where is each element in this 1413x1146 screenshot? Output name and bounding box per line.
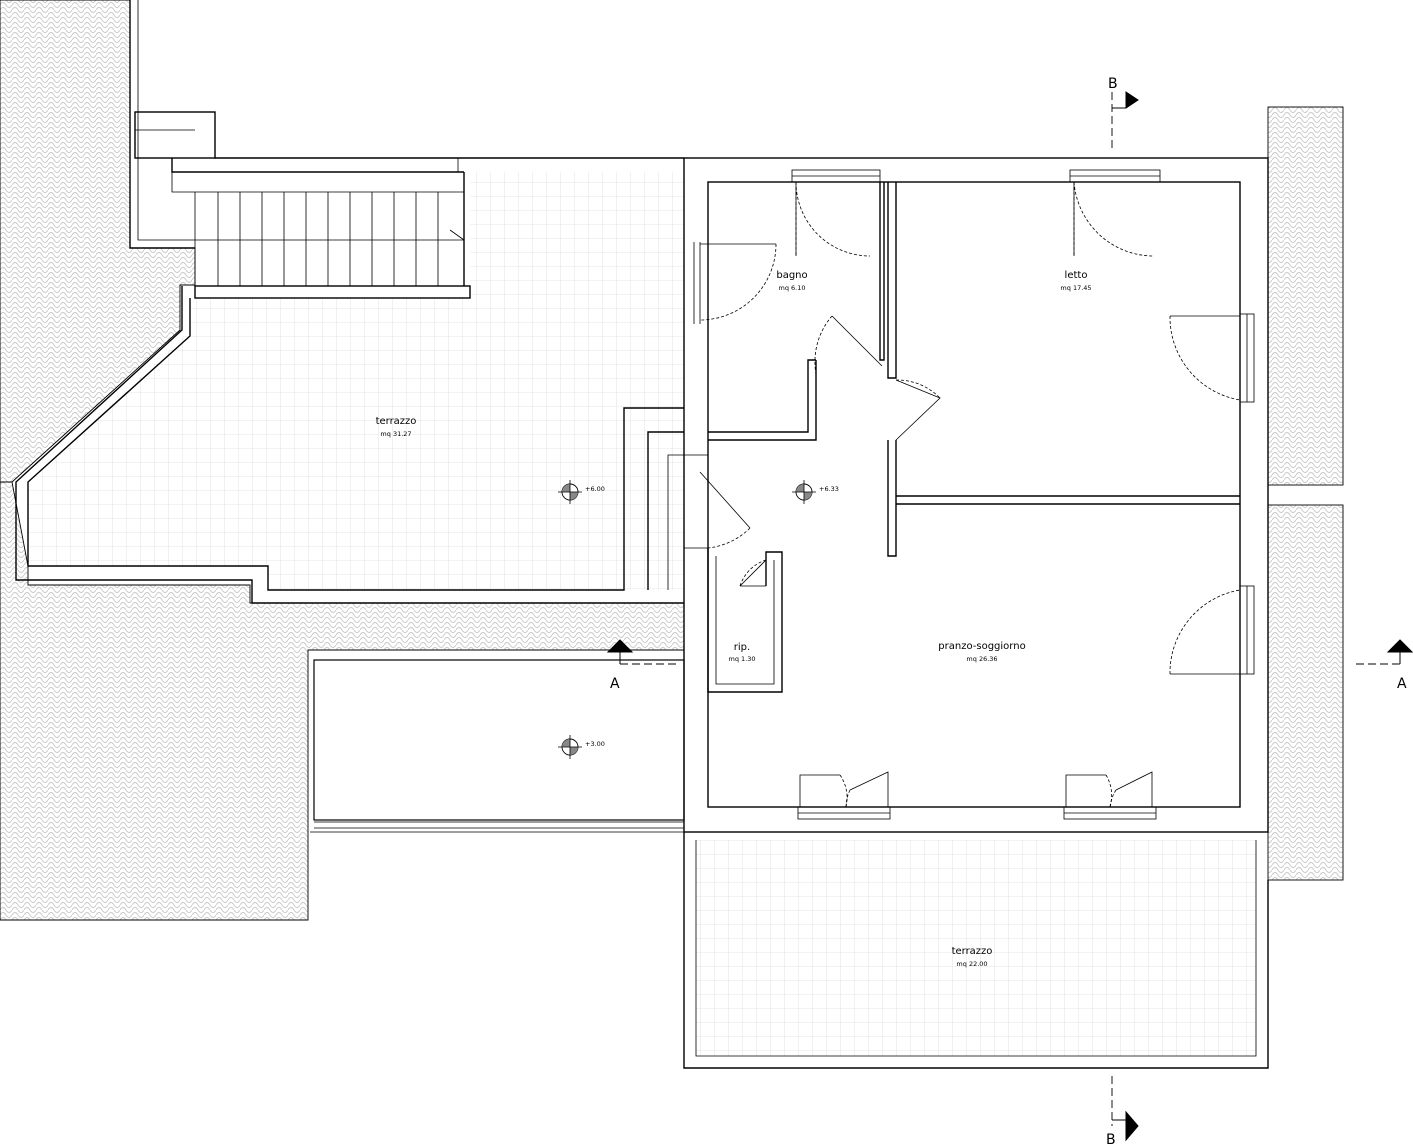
level-marker-terrace: +6.00: [558, 480, 605, 504]
room-name: pranzo-soggiorno: [938, 641, 1025, 652]
room-name: letto: [1065, 270, 1088, 281]
level-value-lower: +3.00: [585, 740, 605, 748]
section-label-b-top: B: [1108, 76, 1118, 92]
level-value-terrace: +6.00: [585, 485, 605, 493]
room-label-terrazzo-upper: terrazzo mq 31.27: [376, 416, 417, 438]
room-label-rip: rip. mq 1.30: [729, 642, 756, 663]
room-area: mq 26.36: [966, 655, 997, 663]
level-marker-lower: +3.00: [558, 735, 605, 759]
staircase: [129, 0, 684, 299]
section-label-a-right: A: [1397, 676, 1407, 692]
room-area: mq 22.00: [956, 960, 987, 968]
room-name: terrazzo: [952, 946, 993, 957]
lower-left-terrace: [310, 659, 685, 833]
room-name: bagno: [776, 270, 807, 281]
section-label-a-left: A: [610, 676, 620, 692]
room-label-terrazzo-lower: terrazzo mq 22.00: [952, 946, 993, 968]
room-label-bagno: bagno mq 6.10: [776, 270, 807, 292]
roof-tiles-right: [1267, 106, 1344, 881]
building-walls: [683, 157, 1269, 833]
section-markers: B B A A: [606, 76, 1413, 1146]
room-label-letto: letto mq 17.45: [1060, 270, 1091, 292]
room-name: rip.: [734, 642, 750, 653]
room-area: mq 6.10: [779, 284, 806, 292]
room-name: terrazzo: [376, 416, 417, 427]
windows: [791, 169, 1255, 820]
level-value-interior: +6.33: [819, 485, 839, 493]
lower-terrace: [683, 832, 1269, 1069]
section-label-b-bottom: B: [1106, 1132, 1116, 1146]
room-area: mq 1.30: [729, 655, 756, 663]
level-marker-interior: +6.33: [792, 480, 839, 504]
room-area: mq 31.27: [380, 430, 411, 438]
door-swings: [699, 181, 1241, 808]
upper-terrace: [15, 172, 684, 604]
room-label-pranzo-soggiorno: pranzo-soggiorno mq 26.36: [938, 641, 1025, 663]
room-area: mq 17.45: [1060, 284, 1091, 292]
stair-treads: [194, 192, 465, 286]
